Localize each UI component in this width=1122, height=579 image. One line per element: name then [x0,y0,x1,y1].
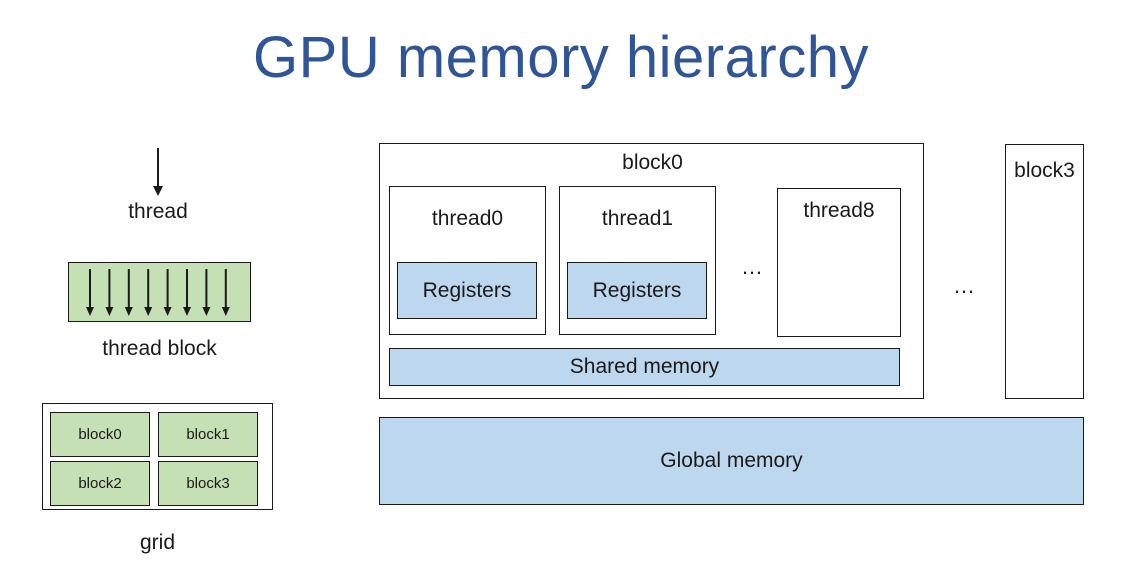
thread-arrow-icon [105,269,114,316]
shared-memory-label: Shared memory [569,355,720,378]
thread-arrow-icon [183,269,191,316]
thread-block-label: thread block [102,337,217,360]
global-memory: Global memory [379,417,1084,505]
thread-block-box [68,262,251,322]
grid-block-3-label: block3 [186,475,230,492]
grid-block-1: block1 [158,412,258,457]
thread8-box: thread8 [777,188,901,337]
shared-memory: Shared memory [389,348,900,386]
block-ellipsis: … [953,273,977,298]
grid-block-0-label: block0 [78,426,122,443]
thread-arrow-icon [144,269,153,316]
global-memory-label: Global memory [660,449,803,472]
thread-arrow-icon [202,269,211,316]
block0-container: block0 thread0 Registers thread1 Registe… [379,143,924,399]
thread-arrow-icon [86,269,94,316]
block3-container: block3 [1005,144,1084,399]
thread-block-arrows [86,269,230,316]
thread-arrow-icon [221,269,230,316]
grid-block-2-label: block2 [78,475,122,492]
grid-block-1-label: block1 [186,426,230,443]
thread-label: thread [128,200,188,223]
grid-label: grid [139,531,176,554]
page-title: GPU memory hierarchy [253,25,869,90]
block3-label: block3 [1014,159,1075,182]
thread0-label: thread0 [431,207,504,230]
thread-arrow-icon [153,148,163,196]
grid-block-0: block0 [50,412,150,457]
thread0-registers-label: Registers [422,278,512,302]
thread1-registers-label: Registers [592,278,682,302]
grid-box: block0 block1 block2 block3 [42,403,273,510]
thread-arrow-icon [124,269,133,316]
grid-block-2: block2 [50,461,150,506]
thread1-registers: Registers [567,262,707,319]
thread0-box: thread0 Registers [389,186,546,335]
thread1-box: thread1 Registers [559,186,716,335]
grid-block-3: block3 [158,461,258,506]
thread8-label: thread8 [803,199,875,222]
thread-ellipsis: … [741,254,765,279]
thread-arrow-icon [163,269,172,316]
thread1-label: thread1 [601,207,674,230]
block0-label: block0 [622,151,683,174]
thread0-registers: Registers [397,262,537,319]
